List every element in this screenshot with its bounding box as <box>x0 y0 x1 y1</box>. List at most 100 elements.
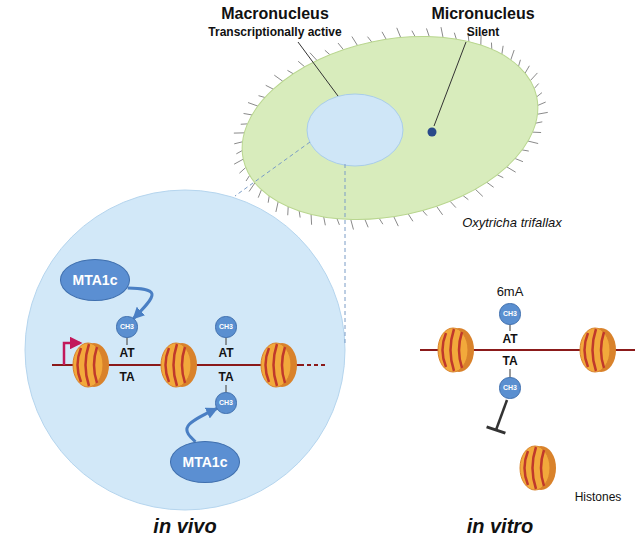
cilium <box>276 202 278 212</box>
base-pair: TA <box>218 370 233 384</box>
structure-label: Micronucleus <box>431 5 534 23</box>
base-pair: TA <box>119 370 134 384</box>
cilium <box>337 219 339 225</box>
species-name: Oxytricha trifallax <box>462 215 562 230</box>
methyl-group: CH3 <box>499 303 520 324</box>
cilium <box>248 103 258 107</box>
cilium <box>258 190 261 198</box>
cilium <box>236 151 242 154</box>
structure-note: Silent <box>467 25 500 39</box>
cilium <box>475 189 483 196</box>
node-text: CH3 <box>503 384 517 391</box>
base-pair: AT <box>502 332 517 346</box>
nucleosome <box>520 446 556 490</box>
node-text: CH3 <box>503 310 517 317</box>
methyl-group: CH3 <box>499 377 520 398</box>
cilium <box>365 219 368 227</box>
cilium <box>287 70 293 73</box>
cilium <box>244 113 252 114</box>
cilium <box>259 96 265 98</box>
zoom-line <box>345 164 346 346</box>
nucleosome <box>580 328 616 372</box>
cilium <box>426 28 429 36</box>
cilium <box>379 219 383 225</box>
inhibition-line <box>496 400 507 430</box>
cilium <box>533 132 542 133</box>
nucleosome <box>261 343 297 387</box>
cilium <box>530 73 537 81</box>
cilium <box>537 112 547 114</box>
cell-body <box>225 11 555 246</box>
cilium <box>408 214 413 221</box>
enzyme-oval: MTA1c <box>170 441 241 483</box>
histone-label: Histones <box>575 490 622 504</box>
modification-label: 6mA <box>497 284 524 299</box>
cilium <box>537 93 542 97</box>
structure-label: Macronucleus <box>221 5 329 23</box>
cilium <box>423 211 427 216</box>
node-text: MTA1c <box>73 273 118 287</box>
node-text: CH3 <box>219 399 233 406</box>
cilium <box>324 217 326 225</box>
methyl-bond <box>126 337 127 345</box>
methyl-group: CH3 <box>215 392 236 413</box>
cilium <box>352 37 358 46</box>
cilium <box>268 196 269 203</box>
cilium <box>497 175 503 178</box>
cilium <box>239 167 245 173</box>
micronucleus <box>428 128 437 137</box>
methyl-group: CH3 <box>215 316 236 337</box>
methyl-bond <box>509 324 510 331</box>
node-text: CH3 <box>219 323 233 330</box>
cilium <box>437 206 443 215</box>
cilium <box>274 75 282 81</box>
methylation-arrow <box>187 408 217 441</box>
leader-line <box>434 42 466 126</box>
cilium <box>234 142 242 144</box>
cilium <box>511 50 514 60</box>
cilium <box>298 61 305 66</box>
panel-title: in vitro <box>467 515 534 538</box>
nucleosome <box>161 343 197 387</box>
cilium <box>338 43 343 50</box>
cilium <box>502 46 503 54</box>
methylation-arrow <box>128 288 152 319</box>
cilium <box>382 32 386 39</box>
enzyme-oval: MTA1c <box>60 259 131 301</box>
cilium <box>441 27 443 37</box>
inhibition-bar <box>487 427 506 433</box>
cilium <box>463 196 468 200</box>
base-pair: AT <box>119 346 134 360</box>
cilium <box>397 28 401 38</box>
dna-strand <box>300 364 325 366</box>
cilium <box>299 211 301 218</box>
base-pair: AT <box>218 346 233 360</box>
zoom-line <box>235 142 310 196</box>
node-text: MTA1c <box>183 455 228 469</box>
base-pair: TA <box>502 354 517 368</box>
methyl-group: CH3 <box>116 316 137 337</box>
cilium <box>536 122 543 123</box>
cilium <box>487 182 494 187</box>
panel-title: in vivo <box>153 515 216 538</box>
cilium <box>491 43 492 50</box>
nucleosome <box>438 328 474 372</box>
node-text: CH3 <box>120 323 134 330</box>
cilium <box>507 167 516 172</box>
cilium <box>368 37 372 42</box>
leader-line <box>298 42 338 96</box>
cilium <box>394 217 398 226</box>
nucleosome <box>73 343 109 387</box>
cilium <box>522 150 529 151</box>
cilium <box>311 214 313 224</box>
cilium <box>325 50 330 54</box>
cilium <box>534 84 538 89</box>
cilium <box>450 201 456 207</box>
cilium <box>241 123 248 124</box>
cilium <box>266 85 274 89</box>
cilium <box>246 175 250 181</box>
macronucleus <box>307 94 403 166</box>
cilium <box>519 60 521 66</box>
methyl-bond <box>225 337 226 345</box>
